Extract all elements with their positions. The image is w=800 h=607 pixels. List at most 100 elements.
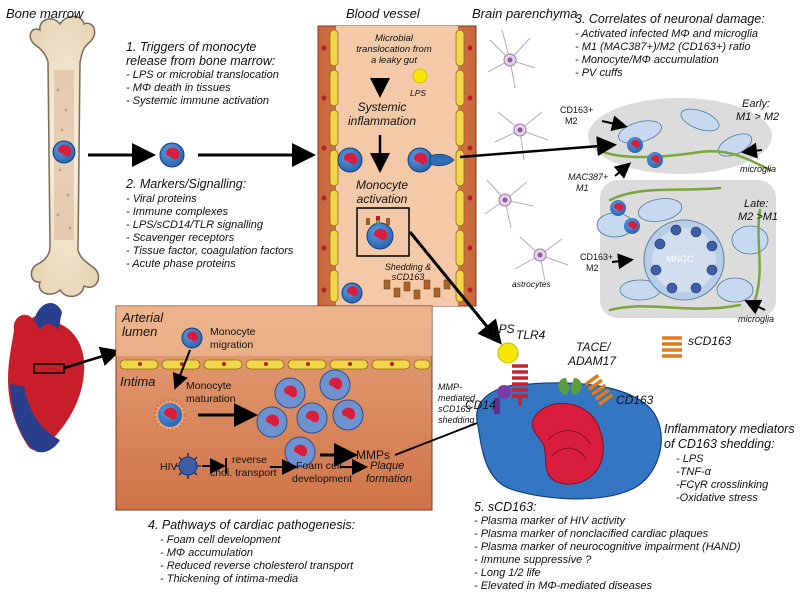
- label-monocyte-1: Monocyte: [355, 178, 409, 192]
- section4-heading: 4. Pathways of cardiac pathogenesis:: [148, 518, 356, 532]
- mediator-item: - LPS: [676, 453, 704, 465]
- section3-item: - Activated infected MΦ and microglia: [575, 28, 759, 40]
- section3-item: - PV cuffs: [575, 67, 623, 79]
- section5-item: - Long 1/2 life: [474, 567, 541, 579]
- label-microbial-1: Microbial: [374, 33, 413, 44]
- label-plaque-1: Plaque: [370, 460, 405, 472]
- artery-section: [115, 305, 494, 511]
- section3-item: - Monocyte/MΦ accumulation: [575, 54, 719, 66]
- label-lps-receptor: LPS: [492, 322, 515, 336]
- label-hiv: HIV: [160, 461, 178, 473]
- label-mngc: MNGC: [666, 254, 694, 264]
- label-brain-parenchyma: Brain parenchyma: [472, 6, 578, 21]
- label-cd163-bot-1: CD163+: [580, 252, 614, 262]
- section2-item: - Scavenger receptors: [126, 232, 235, 244]
- section2-item: - LPS/sCD14/TLR signalling: [126, 219, 263, 231]
- label-monocyte-maturation-1: Monocyte: [186, 380, 232, 392]
- section5-item: - Elevated in MΦ-mediated diseases: [474, 580, 652, 592]
- label-intima: Intima: [120, 374, 156, 389]
- blood-vessel: [317, 25, 477, 307]
- mediator-item: -Oxidative stress: [676, 492, 758, 504]
- label-microglia-top: microglia: [740, 164, 777, 174]
- section4-item: - MΦ accumulation: [160, 547, 253, 559]
- label-late-2: M2 >M1: [738, 211, 779, 223]
- brain-pointer-arrows: [601, 115, 766, 315]
- label-early-2: M1 > M2: [736, 111, 780, 123]
- mediators-heading-1: Inflammatory mediators: [664, 422, 795, 436]
- section3-item: - M1 (MAC387+)/M2 (CD163+) ratio: [575, 41, 751, 53]
- label-monocyte-maturation-2: maturation: [186, 393, 236, 405]
- label-lumen: lumen: [122, 324, 158, 339]
- mediators-heading-2: of CD163 shedding:: [664, 437, 775, 451]
- label-blood-vessel: Blood vessel: [346, 6, 420, 21]
- label-cd14: CD14: [465, 398, 496, 412]
- section2-item: - Immune complexes: [126, 206, 229, 218]
- circulating-monocyte: [159, 142, 185, 168]
- label-shedding-1: Shedding &: [384, 262, 432, 272]
- label-monocyte-2: activation: [356, 192, 408, 206]
- label-mac387-2: M1: [576, 183, 589, 193]
- label-lps-vessel: LPS: [410, 88, 427, 98]
- label-bone-marrow: Bone marrow: [6, 6, 84, 21]
- label-shedding-2: sCD163: [391, 272, 425, 282]
- section1-item: - MΦ death in tissues: [126, 82, 231, 94]
- label-systemic-2: inflammation: [347, 114, 417, 128]
- label-mmp-shedding-1: MMP-: [438, 382, 462, 392]
- section5-item: - Plasma marker of neurocognitive impair…: [474, 541, 741, 553]
- label-adam17: ADAM17: [568, 354, 617, 368]
- label-systemic-1: Systemic: [357, 100, 407, 114]
- label-monocyte-migration-1: Monocyte: [210, 326, 256, 338]
- migration-arrow: [459, 136, 617, 159]
- section4-item: - Thickening of intima-media: [160, 573, 299, 585]
- section1-item: - Systemic immune activation: [126, 95, 270, 107]
- label-monocyte-migration-2: migration: [210, 339, 254, 351]
- bone-illustration: [29, 15, 100, 298]
- section2-item: - Viral proteins: [126, 193, 197, 205]
- section4-item: - Reduced reverse cholesterol transport: [160, 560, 354, 572]
- section2-heading: 2. Markers/Signalling:: [126, 177, 247, 191]
- section1-item: - LPS or microbial translocation: [126, 69, 279, 81]
- section5-item: - Plasma marker of HIV activity: [474, 515, 625, 527]
- section1-heading-1: 1. Triggers of monocyte: [126, 40, 257, 54]
- section3-heading: 3. Correlates of neuronal damage:: [575, 12, 765, 26]
- zoom-arrow: [408, 231, 502, 345]
- label-arterial: Arterial: [122, 310, 164, 325]
- label-mmp-shedding-4: shedding: [438, 415, 475, 425]
- label-mac387-1: MAC387+: [568, 172, 609, 182]
- heart-illustration: [8, 302, 85, 453]
- label-mmp-shedding-2: mediated: [438, 393, 476, 403]
- label-mmp-shedding-3: sCD163: [438, 404, 471, 414]
- section5-item: - Immune suppressive ?: [474, 554, 592, 566]
- label-scd163: sCD163: [688, 334, 732, 348]
- section1-heading-2: release from bone marrow:: [126, 54, 276, 68]
- label-reverse-2: chol. transport: [210, 467, 277, 479]
- label-early-1: Early:: [742, 98, 771, 110]
- label-cd163-top-2: M2: [565, 116, 578, 126]
- mediator-item: -FCγR crosslinking: [676, 479, 769, 491]
- label-foam-2: development: [292, 473, 353, 485]
- label-late-1: Late:: [744, 198, 769, 210]
- section4-item: - Foam cell development: [160, 534, 281, 546]
- label-tlr4: TLR4: [516, 328, 546, 342]
- section2-item: - Tissue factor, coagulation factors: [126, 245, 294, 257]
- label-microglia-bottom: microglia: [738, 314, 775, 324]
- label-tace: TACE/: [576, 340, 611, 354]
- label-microbial-2: translocation from: [356, 44, 432, 55]
- section5-heading: 5. sCD163:: [474, 500, 537, 514]
- heart-arrow: [63, 346, 121, 370]
- label-cd163-bot-2: M2: [586, 263, 599, 273]
- astrocytes: [484, 29, 569, 282]
- label-astrocytes: astrocytes: [512, 279, 551, 289]
- section2-item: - Acute phase proteins: [126, 258, 236, 270]
- mediator-item: -TNF-α: [676, 466, 711, 478]
- label-foam-1: Foam cell: [296, 460, 342, 472]
- label-mmps: MMPs: [356, 448, 390, 462]
- brain-tissue-panel: [588, 98, 776, 318]
- label-cd163-top-1: CD163+: [560, 105, 594, 115]
- activated-monocyte-detail: [476, 336, 682, 500]
- label-reverse-1: reverse: [232, 454, 268, 466]
- section5-item: - Plasma marker of nonclacified cardiac …: [474, 528, 709, 540]
- label-cd163: CD163: [616, 393, 654, 407]
- label-microbial-3: a leaky gut: [371, 55, 417, 66]
